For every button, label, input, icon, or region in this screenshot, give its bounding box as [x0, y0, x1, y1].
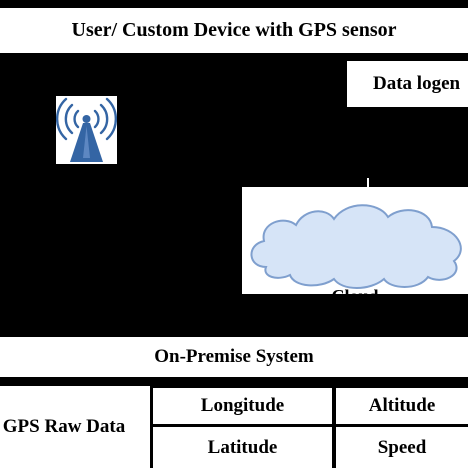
onprem-banner-label: On-Premise System: [154, 346, 314, 367]
arrow-shaft: [367, 178, 369, 192]
speed-cell: Speed: [336, 427, 468, 468]
data-logger-label: Data logen: [373, 73, 461, 94]
longitude-label: Longitude: [200, 395, 285, 416]
cloud-box: Cloud: [242, 187, 468, 294]
onprem-banner: On-Premise System: [0, 337, 468, 377]
wireless-tower-icon: [56, 96, 117, 164]
cloud-label: Cloud: [242, 286, 468, 294]
latitude-cell: Latitude: [153, 427, 332, 468]
altitude-cell: Altitude: [336, 388, 468, 424]
latitude-label: Latitude: [207, 436, 278, 458]
longitude-cell: Longitude: [153, 388, 332, 424]
gps-raw-data-label: GPS Raw Data: [2, 416, 126, 437]
cloud-icon: [250, 204, 462, 289]
device-banner: User/ Custom Device with GPS sensor: [0, 8, 468, 53]
device-banner-label: User/ Custom Device with GPS sensor: [71, 19, 397, 41]
data-logger-box: Data logen: [347, 61, 468, 107]
gps-raw-data-cell: GPS Raw Data: [0, 386, 150, 468]
altitude-label: Altitude: [368, 395, 436, 416]
speed-label: Speed: [377, 436, 427, 458]
